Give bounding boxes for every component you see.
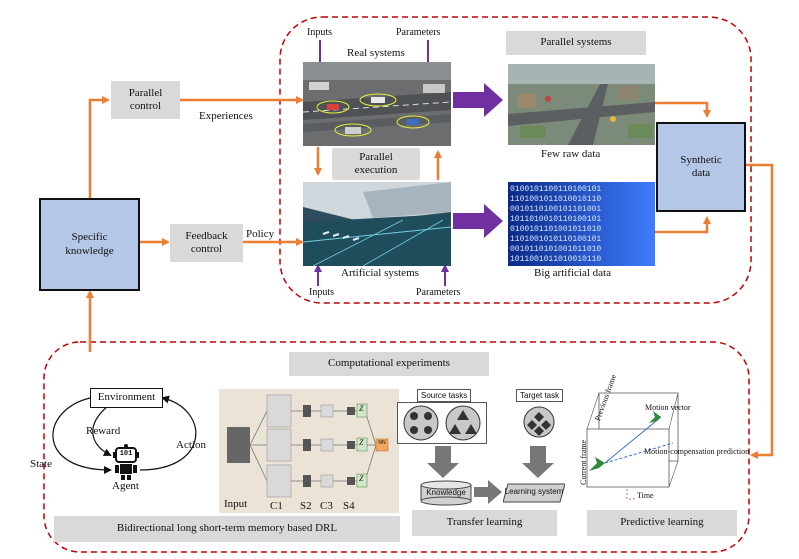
arrow-raw-to-synthetic (655, 101, 711, 118)
artificial-systems-label: Artificial systems (341, 267, 419, 279)
policy-label: Policy (246, 228, 275, 240)
agent-robot-icon: 101 (111, 444, 141, 480)
inputs-bottom-label: Inputs (309, 287, 334, 298)
svg-text:0100101101001011010: 0100101101001011010 (510, 225, 601, 234)
artificial-systems-image (303, 182, 451, 266)
robot-face-text: 101 (119, 450, 133, 458)
real-systems-image (303, 62, 451, 146)
svg-text:1101001010110100101: 1101001010110100101 (510, 235, 601, 244)
agent-label: Agent (112, 480, 139, 492)
svg-text:0010110100101101001: 0010110100101101001 (510, 205, 601, 214)
arrow-agent-to-env-action (139, 395, 197, 471)
motion-prediction-figure: Motion vector Motion-compensation predic… (579, 373, 753, 501)
computational-experiments-title: Computational experiments (289, 352, 489, 376)
arrow-big-to-synthetic (655, 216, 711, 234)
arrow-source-to-knowledge (427, 446, 459, 478)
target-task-figure (522, 405, 556, 439)
parameters-bottom-label: Parameters (416, 287, 461, 298)
motion-vector-label: Motion vector (645, 403, 691, 412)
z-label-3: Z (359, 474, 364, 483)
arrow-env-to-agent-state (52, 397, 112, 474)
svg-text:0100101100110100101: 0100101100110100101 (510, 185, 601, 194)
feedback-control-box: Feedback control (170, 224, 243, 262)
few-raw-data-image (508, 64, 655, 145)
reward-label: Reward (86, 425, 121, 437)
block-arrow-artificial-to-big (453, 204, 503, 238)
input-layer-label: Input (224, 498, 248, 510)
bilstm-drl-title: Bidirectional long short-term memory bas… (54, 516, 400, 542)
parallel-systems-title: Parallel systems (506, 31, 646, 55)
arrow-target-to-learning (522, 446, 554, 478)
real-systems-label: Real systems (347, 47, 405, 59)
predictive-learning-title: Predictive learning (587, 510, 737, 536)
synthetic-data-box: Synthetic data (656, 122, 746, 212)
transfer-learning-title: Transfer learning (412, 510, 557, 536)
bilstm-network-figure: Z Z Z NN Input C1 S2 C3 S4 (219, 389, 399, 513)
learning-system-label: Learning system (504, 487, 564, 496)
s2-layer-label: S2 (300, 500, 312, 512)
z-label-2: Z (359, 438, 364, 447)
time-label: Time (637, 491, 654, 500)
nn-label: NN (378, 440, 386, 446)
arrow-synthetic-to-predictive (746, 163, 774, 459)
learning-system-icon: Learning system (502, 482, 566, 504)
big-artificial-data-image: 0100101100110100101 1101001011010010110 … (508, 182, 655, 266)
svg-text:1101001011010010110: 1101001011010010110 (510, 195, 601, 204)
c1-layer-label: C1 (270, 500, 283, 512)
state-label: State (30, 458, 52, 470)
parallel-systems-region (279, 16, 752, 304)
arrow-knowledge-to-learning (474, 480, 502, 504)
big-artificial-data-label: Big artificial data (534, 267, 611, 279)
arrow-knowledge-to-parallel-control (88, 96, 110, 200)
current-frame-label: Current frame (579, 439, 588, 485)
z-label-1: Z (359, 404, 364, 413)
target-task-badge: Target task (516, 389, 564, 402)
specific-knowledge-box: Specific knowledge (39, 198, 140, 291)
svg-text:1011001011010010110: 1011001011010010110 (510, 255, 601, 264)
c3-layer-label: C3 (320, 500, 333, 512)
s4-layer-label: S4 (343, 500, 355, 512)
environment-box: Environment (90, 388, 163, 408)
source-tasks-badge: Source tasks (417, 389, 472, 402)
arrow-env-to-agent-reward (92, 405, 112, 456)
svg-text:0010110101001011010: 0010110101001011010 (510, 245, 601, 254)
source-tasks-figure (397, 402, 487, 444)
knowledge-label: Knowledge (426, 488, 466, 497)
block-arrow-real-to-raw (453, 83, 503, 117)
inputs-top-label: Inputs (307, 27, 332, 38)
motion-compensation-label: Motion-compensation prediction (644, 447, 750, 456)
svg-text:1011010010110100101: 1011010010110100101 (510, 215, 601, 224)
experiences-label: Experiences (199, 110, 253, 122)
computational-experiments-region (43, 341, 750, 553)
action-label: Action (176, 439, 206, 451)
knowledge-database-icon: Knowledge (420, 480, 472, 506)
parallel-execution-box: Parallel execution (332, 148, 420, 180)
few-raw-data-label: Few raw data (541, 148, 601, 160)
parameters-top-label: Parameters (396, 27, 441, 38)
parallel-control-box: Parallel control (111, 81, 180, 119)
